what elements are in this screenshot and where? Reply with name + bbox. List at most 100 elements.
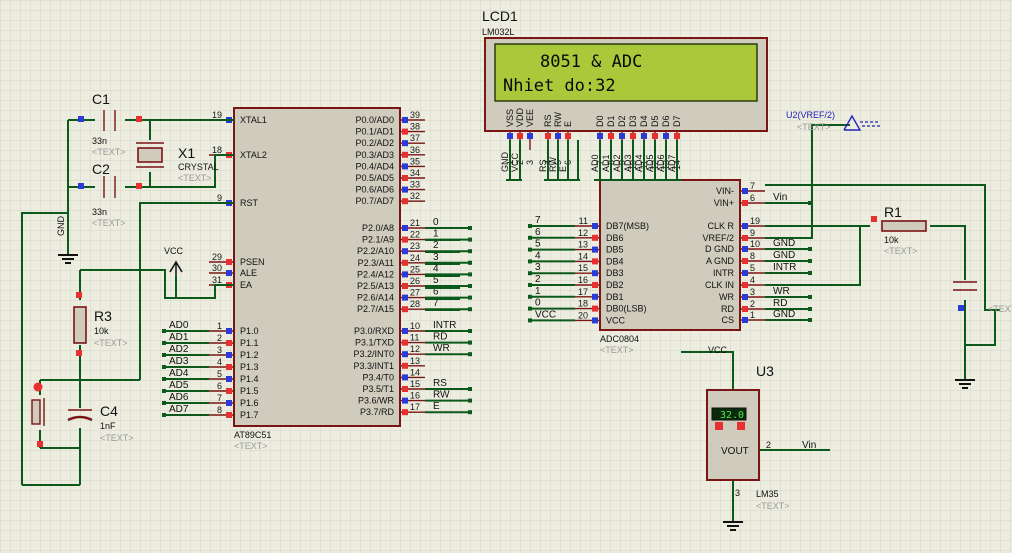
resistor-r1[interactable]: R1 10k <TEXT> bbox=[871, 204, 927, 256]
mcu-pin-number: 26 bbox=[410, 276, 420, 286]
mcu-pin-number: 16 bbox=[410, 391, 420, 401]
mcu-pin-number: 29 bbox=[212, 252, 222, 262]
adc-pin-label: VCC bbox=[606, 315, 626, 325]
ground-right bbox=[955, 379, 975, 389]
mcu-pin-number: 21 bbox=[410, 218, 420, 228]
mcu-pin-label: P2.6/A14 bbox=[357, 293, 394, 303]
capacitor-right[interactable]: <TEXT> bbox=[953, 281, 1012, 314]
lcd1-line2: Nhiet do:32 bbox=[503, 76, 616, 96]
u3-body bbox=[706, 389, 760, 481]
capacitor-c2[interactable]: C2 33n <TEXT> bbox=[78, 161, 142, 228]
r3-ref: R3 bbox=[94, 308, 112, 324]
mcu-text-placeholder: <TEXT> bbox=[234, 441, 268, 451]
lcd1-line1: 8051 & ADC bbox=[540, 52, 642, 72]
probe-label: U2(VREF/2) bbox=[786, 110, 835, 120]
mcu-net-label: INTR bbox=[433, 320, 456, 331]
adc-pin-number: 6 bbox=[750, 193, 755, 203]
voltage-probe[interactable]: U2(VREF/2) <TEXT> bbox=[786, 110, 880, 132]
vcc-label-mcu: VCC bbox=[164, 246, 184, 256]
adc-net-label: INTR bbox=[773, 262, 796, 273]
sensor-u3[interactable]: U3 VCC 32.0 VOUT 3 2 Vin LM35 <TEXT> bbox=[706, 345, 816, 531]
svg-text:<TEXT>: <TEXT> bbox=[100, 433, 134, 443]
lcd1-net-label: AD2 bbox=[612, 154, 622, 172]
adc-pin-label: DB2 bbox=[606, 280, 624, 290]
reset-button[interactable] bbox=[31, 382, 45, 448]
adc-pin-label: DB0(LSB) bbox=[606, 304, 647, 314]
lcd1[interactable]: LCD1 LM032L <TEXT> 8051 & ADC Nhiet do:3… bbox=[482, 8, 768, 172]
crystal-x1[interactable]: X1 CRYSTAL <TEXT> bbox=[136, 142, 219, 183]
mcu-net-label: RD bbox=[433, 332, 447, 343]
mcu-pin-number: 23 bbox=[410, 241, 420, 251]
mcu-pin-number: 5 bbox=[217, 369, 222, 379]
capacitor-c1[interactable]: C1 33n <TEXT> bbox=[78, 91, 142, 157]
adc-pin-number: 12 bbox=[578, 228, 588, 238]
mcu-pin-number: 37 bbox=[410, 133, 420, 143]
capacitor-c4[interactable]: C4 1nF <TEXT> bbox=[67, 403, 134, 443]
svg-text:<TEXT>: <TEXT> bbox=[92, 147, 126, 157]
adc-net-label: 4 bbox=[535, 250, 541, 261]
lcd1-net-label: E bbox=[558, 166, 568, 172]
mcu-pin-number: 33 bbox=[410, 180, 420, 190]
resistor-r3[interactable]: R3 10k <TEXT> bbox=[73, 292, 128, 356]
lcd1-pin-label: VEE bbox=[525, 109, 535, 127]
lcd1-net-label: VCC bbox=[510, 152, 520, 172]
mcu-pin-number: 8 bbox=[217, 405, 222, 415]
ground-left: GND bbox=[56, 216, 78, 264]
